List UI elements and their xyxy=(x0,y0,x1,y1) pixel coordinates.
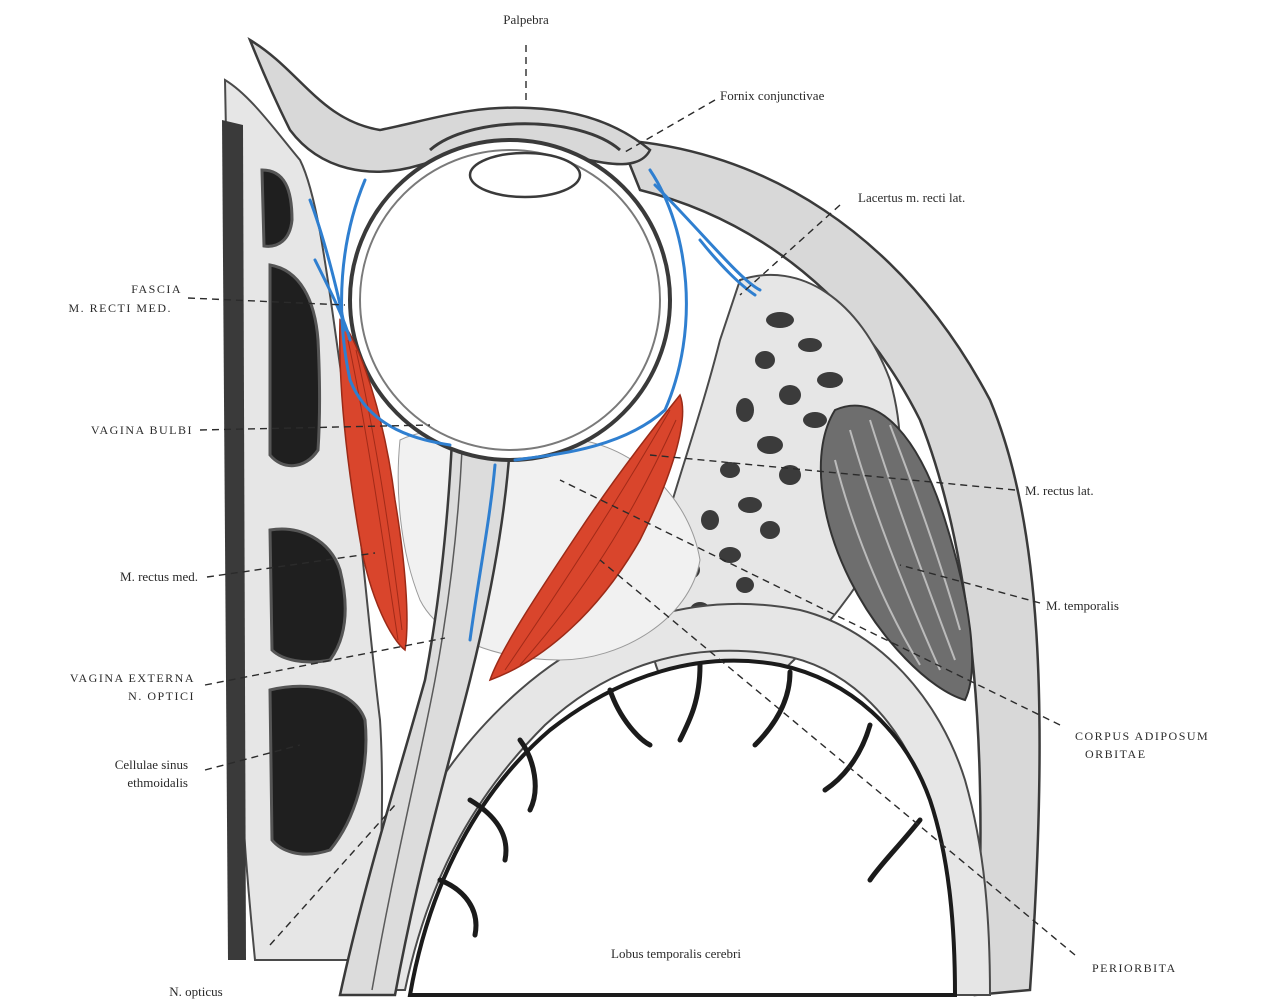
label-palpebra: Palpebra xyxy=(503,12,549,27)
label-periorbita: PERIORBITA xyxy=(1092,961,1177,975)
temporal-lobe xyxy=(410,661,955,995)
label-vagina-externa-line1: VAGINA EXTERNA xyxy=(70,671,195,685)
medial-dark-edge xyxy=(222,120,246,960)
label-lacertus: Lacertus m. recti lat. xyxy=(858,190,965,205)
label-fascia-line1: FASCIA xyxy=(131,282,182,296)
label-fascia-line2: M. RECTI MED. xyxy=(69,301,173,315)
lens xyxy=(470,153,580,197)
label-vagina-externa-line2: N. OPTICI xyxy=(128,689,195,703)
label-cellulae-line1: Cellulae sinus xyxy=(115,757,188,772)
label-vagina-bulbi: VAGINA BULBI xyxy=(91,423,193,437)
label-temporalis: M. temporalis xyxy=(1046,598,1119,613)
label-corpus-adiposum-line1: CORPUS ADIPOSUM xyxy=(1075,729,1209,743)
label-rectus-med: M. rectus med. xyxy=(120,569,198,584)
label-corpus-adiposum-line2: ORBITAE xyxy=(1085,747,1147,761)
label-rectus-lat: M. rectus lat. xyxy=(1025,483,1094,498)
label-fornix-conjunctivae: Fornix conjunctivae xyxy=(720,88,825,103)
label-lobus-temporalis: Lobus temporalis cerebri xyxy=(611,946,741,961)
label-n-opticus: N. opticus xyxy=(169,984,222,999)
label-cellulae-line2: ethmoidalis xyxy=(127,775,188,790)
